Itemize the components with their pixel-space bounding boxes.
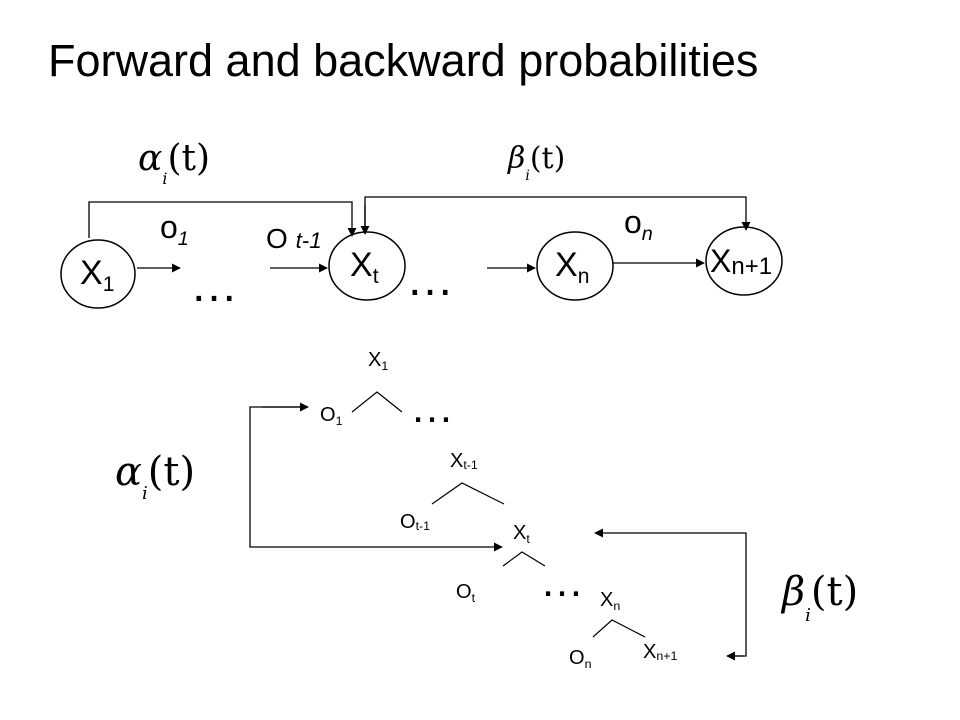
tree-xn-label: Xn — [600, 589, 621, 614]
tree-ot-label: Ot — [456, 581, 476, 606]
node-x1 — [60, 239, 136, 309]
tree-xn1-label: Xn+1 — [643, 641, 678, 664]
tree-xt1-branches — [431, 482, 505, 505]
ellipsis-top-2: … — [406, 253, 454, 306]
beta-label-top: βi(t) — [508, 141, 566, 184]
bottom-alpha-arrow — [249, 406, 503, 552]
tree-o1-label: O1 — [320, 404, 343, 429]
node-xt-label: Xt — [350, 246, 379, 289]
node-x1-label: X1 — [80, 254, 115, 297]
tree-x1-branches — [351, 391, 403, 413]
ellipsis-bottom-2: … — [540, 557, 584, 606]
slide-title: Forward and backward probabilities — [48, 35, 759, 86]
ellipsis-bottom-1: … — [410, 383, 454, 432]
alpha-bracket — [88, 201, 357, 238]
alpha-label-top: αi(t) — [138, 138, 210, 188]
node-xn-label: Xn — [555, 246, 590, 289]
tree-x1-label: X1 — [368, 349, 389, 374]
beta-bracket — [364, 196, 751, 234]
tree-ot1-label: Ot-1 — [400, 511, 431, 534]
tree-xt-branches — [502, 551, 546, 567]
obs-ot1-label: O t-1 — [266, 223, 322, 254]
node-xn — [536, 231, 614, 301]
tree-on-label: On — [569, 647, 592, 672]
ellipsis-top-1: … — [190, 259, 238, 312]
tree-xt1-label: Xt-1 — [450, 450, 478, 473]
beta-label-bottom: βi(t) — [782, 569, 859, 626]
tree-xn-branches — [592, 619, 646, 638]
alpha-label-bottom: αi(t) — [115, 449, 196, 504]
obs-o1-label: o1 — [160, 209, 189, 250]
tree-xt-label: Xt — [513, 522, 530, 547]
node-xn1-label: Xn+1 — [710, 243, 773, 281]
obs-on-label: on — [624, 204, 653, 245]
